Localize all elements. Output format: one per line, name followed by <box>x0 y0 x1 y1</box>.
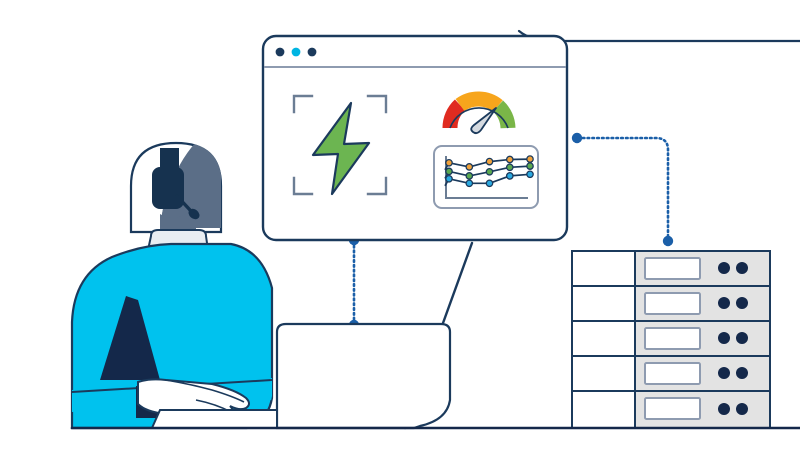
laptop-base[interactable] <box>275 322 452 430</box>
lightning-bolt-icon <box>311 101 371 196</box>
drive-slot <box>644 362 701 385</box>
chart-data-point <box>465 172 474 180</box>
chart-data-point <box>445 158 453 167</box>
chart-data-point <box>505 172 514 180</box>
connector-window-to-rack <box>571 132 674 247</box>
chart-data-point <box>526 162 534 170</box>
chart-data-point <box>485 167 494 176</box>
performance-bolt-panel <box>292 94 388 196</box>
server-unit-1[interactable] <box>571 250 771 287</box>
server-unit-5[interactable] <box>571 390 771 429</box>
hand-line <box>165 379 245 403</box>
led-indicator <box>718 332 730 344</box>
led-indicator <box>718 403 730 415</box>
window-dot-maximize[interactable] <box>307 47 317 57</box>
server-unit-4[interactable] <box>571 355 771 392</box>
server-rack[interactable] <box>571 250 771 429</box>
chart-data-point <box>505 155 514 164</box>
gauge-icon <box>442 91 516 135</box>
drive-slot <box>644 257 701 280</box>
headset-earcup <box>152 167 184 209</box>
window-dot-minimize[interactable] <box>291 47 301 57</box>
mic-capsule <box>188 208 200 220</box>
led-indicator <box>736 297 748 309</box>
connector-endpoint-dot <box>662 235 674 247</box>
server-unit-3[interactable] <box>571 320 771 357</box>
chart-data-point <box>526 155 534 163</box>
focus-brackets <box>292 94 388 196</box>
led-indicator <box>718 367 730 379</box>
led-indicator <box>736 403 748 415</box>
led-indicator <box>718 262 730 274</box>
drive-slot <box>644 292 701 315</box>
chart-data-point <box>445 167 453 176</box>
chart-data-point <box>526 170 534 179</box>
shirt-fold-shadow <box>100 296 160 380</box>
led-indicator <box>736 332 748 344</box>
chart-series-layer <box>444 155 534 188</box>
led-indicator <box>736 262 748 274</box>
led-indicator <box>736 367 748 379</box>
metrics-chart-card[interactable] <box>433 145 539 209</box>
operator-person <box>70 141 278 430</box>
window-dot-close[interactable] <box>275 47 285 57</box>
chart-data-point <box>485 157 494 166</box>
chart-data-point <box>465 163 474 171</box>
drive-slot <box>644 397 701 420</box>
connector-endpoint-dot <box>571 132 583 144</box>
gauge-needle <box>470 107 497 135</box>
browser-window[interactable] <box>261 34 569 242</box>
connector-window-to-laptop <box>348 234 360 331</box>
keyboard-lip <box>150 409 278 429</box>
chart-data-point <box>445 174 453 183</box>
chart-data-point <box>485 179 494 188</box>
chart-data-point <box>465 179 474 188</box>
laptop[interactable] <box>275 241 474 430</box>
drive-slot <box>644 327 701 350</box>
server-unit-2[interactable] <box>571 285 771 322</box>
chart-data-point <box>505 163 514 172</box>
boom-microphone <box>175 194 192 212</box>
led-indicator <box>718 297 730 309</box>
